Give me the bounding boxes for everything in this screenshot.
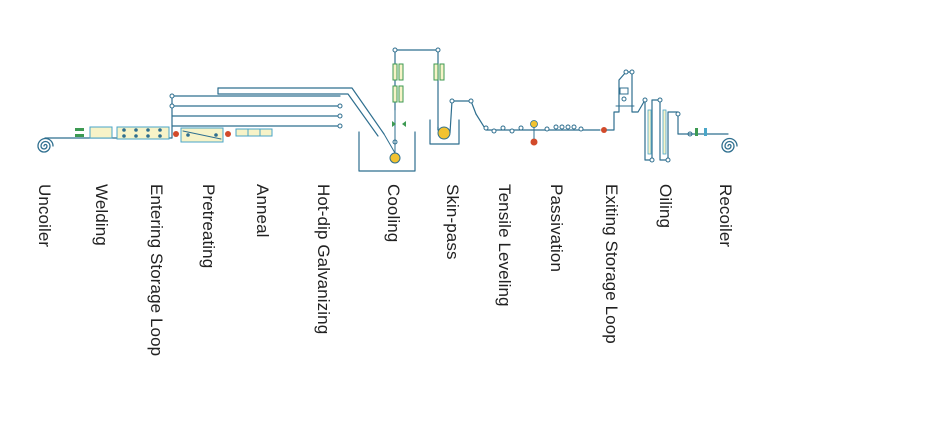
uncoiler-coil-icon <box>37 137 54 153</box>
anneal-furnace-icon <box>235 128 273 137</box>
welding-machine-icon <box>75 126 113 139</box>
tensile-leveler-icon <box>475 113 533 134</box>
label-skin-pass: Skin-pass <box>443 184 462 260</box>
pretreating-unit-icon <box>173 127 231 143</box>
label-exiting-storage-loop: Exiting Storage Loop <box>602 184 621 344</box>
galvanizing-snout <box>217 87 385 137</box>
oiling-tower-icon <box>642 97 681 163</box>
passivation-unit-icon <box>530 120 601 146</box>
label-uncoiler: Uncoiler <box>35 184 54 248</box>
cooling-tower-icon <box>392 47 445 131</box>
label-recoiler: Recoiler <box>716 184 735 248</box>
label-pretreating: Pretreating <box>199 184 218 269</box>
label-oiling: Oiling <box>656 184 675 229</box>
label-entering-storage-loop: Entering Storage Loop <box>147 184 166 357</box>
label-cooling: Cooling <box>384 184 403 243</box>
entering-loop-strands <box>169 93 343 139</box>
entering-loop-rollers-icon <box>116 126 170 140</box>
zinc-pot-icon <box>358 109 416 172</box>
label-anneal: Anneal <box>253 184 272 238</box>
label-passivation: Passivation <box>547 184 566 273</box>
exiting-loop-icon <box>601 69 646 133</box>
recoiler-coil-icon <box>677 128 738 153</box>
label-tensile-leveling: Tensile Leveling <box>495 184 514 307</box>
label-welding: Welding <box>92 184 111 246</box>
skin-pass-tank-icon <box>429 98 477 145</box>
label-hot-dip-galvanizing: Hot-dip Galvanizing <box>314 184 333 335</box>
